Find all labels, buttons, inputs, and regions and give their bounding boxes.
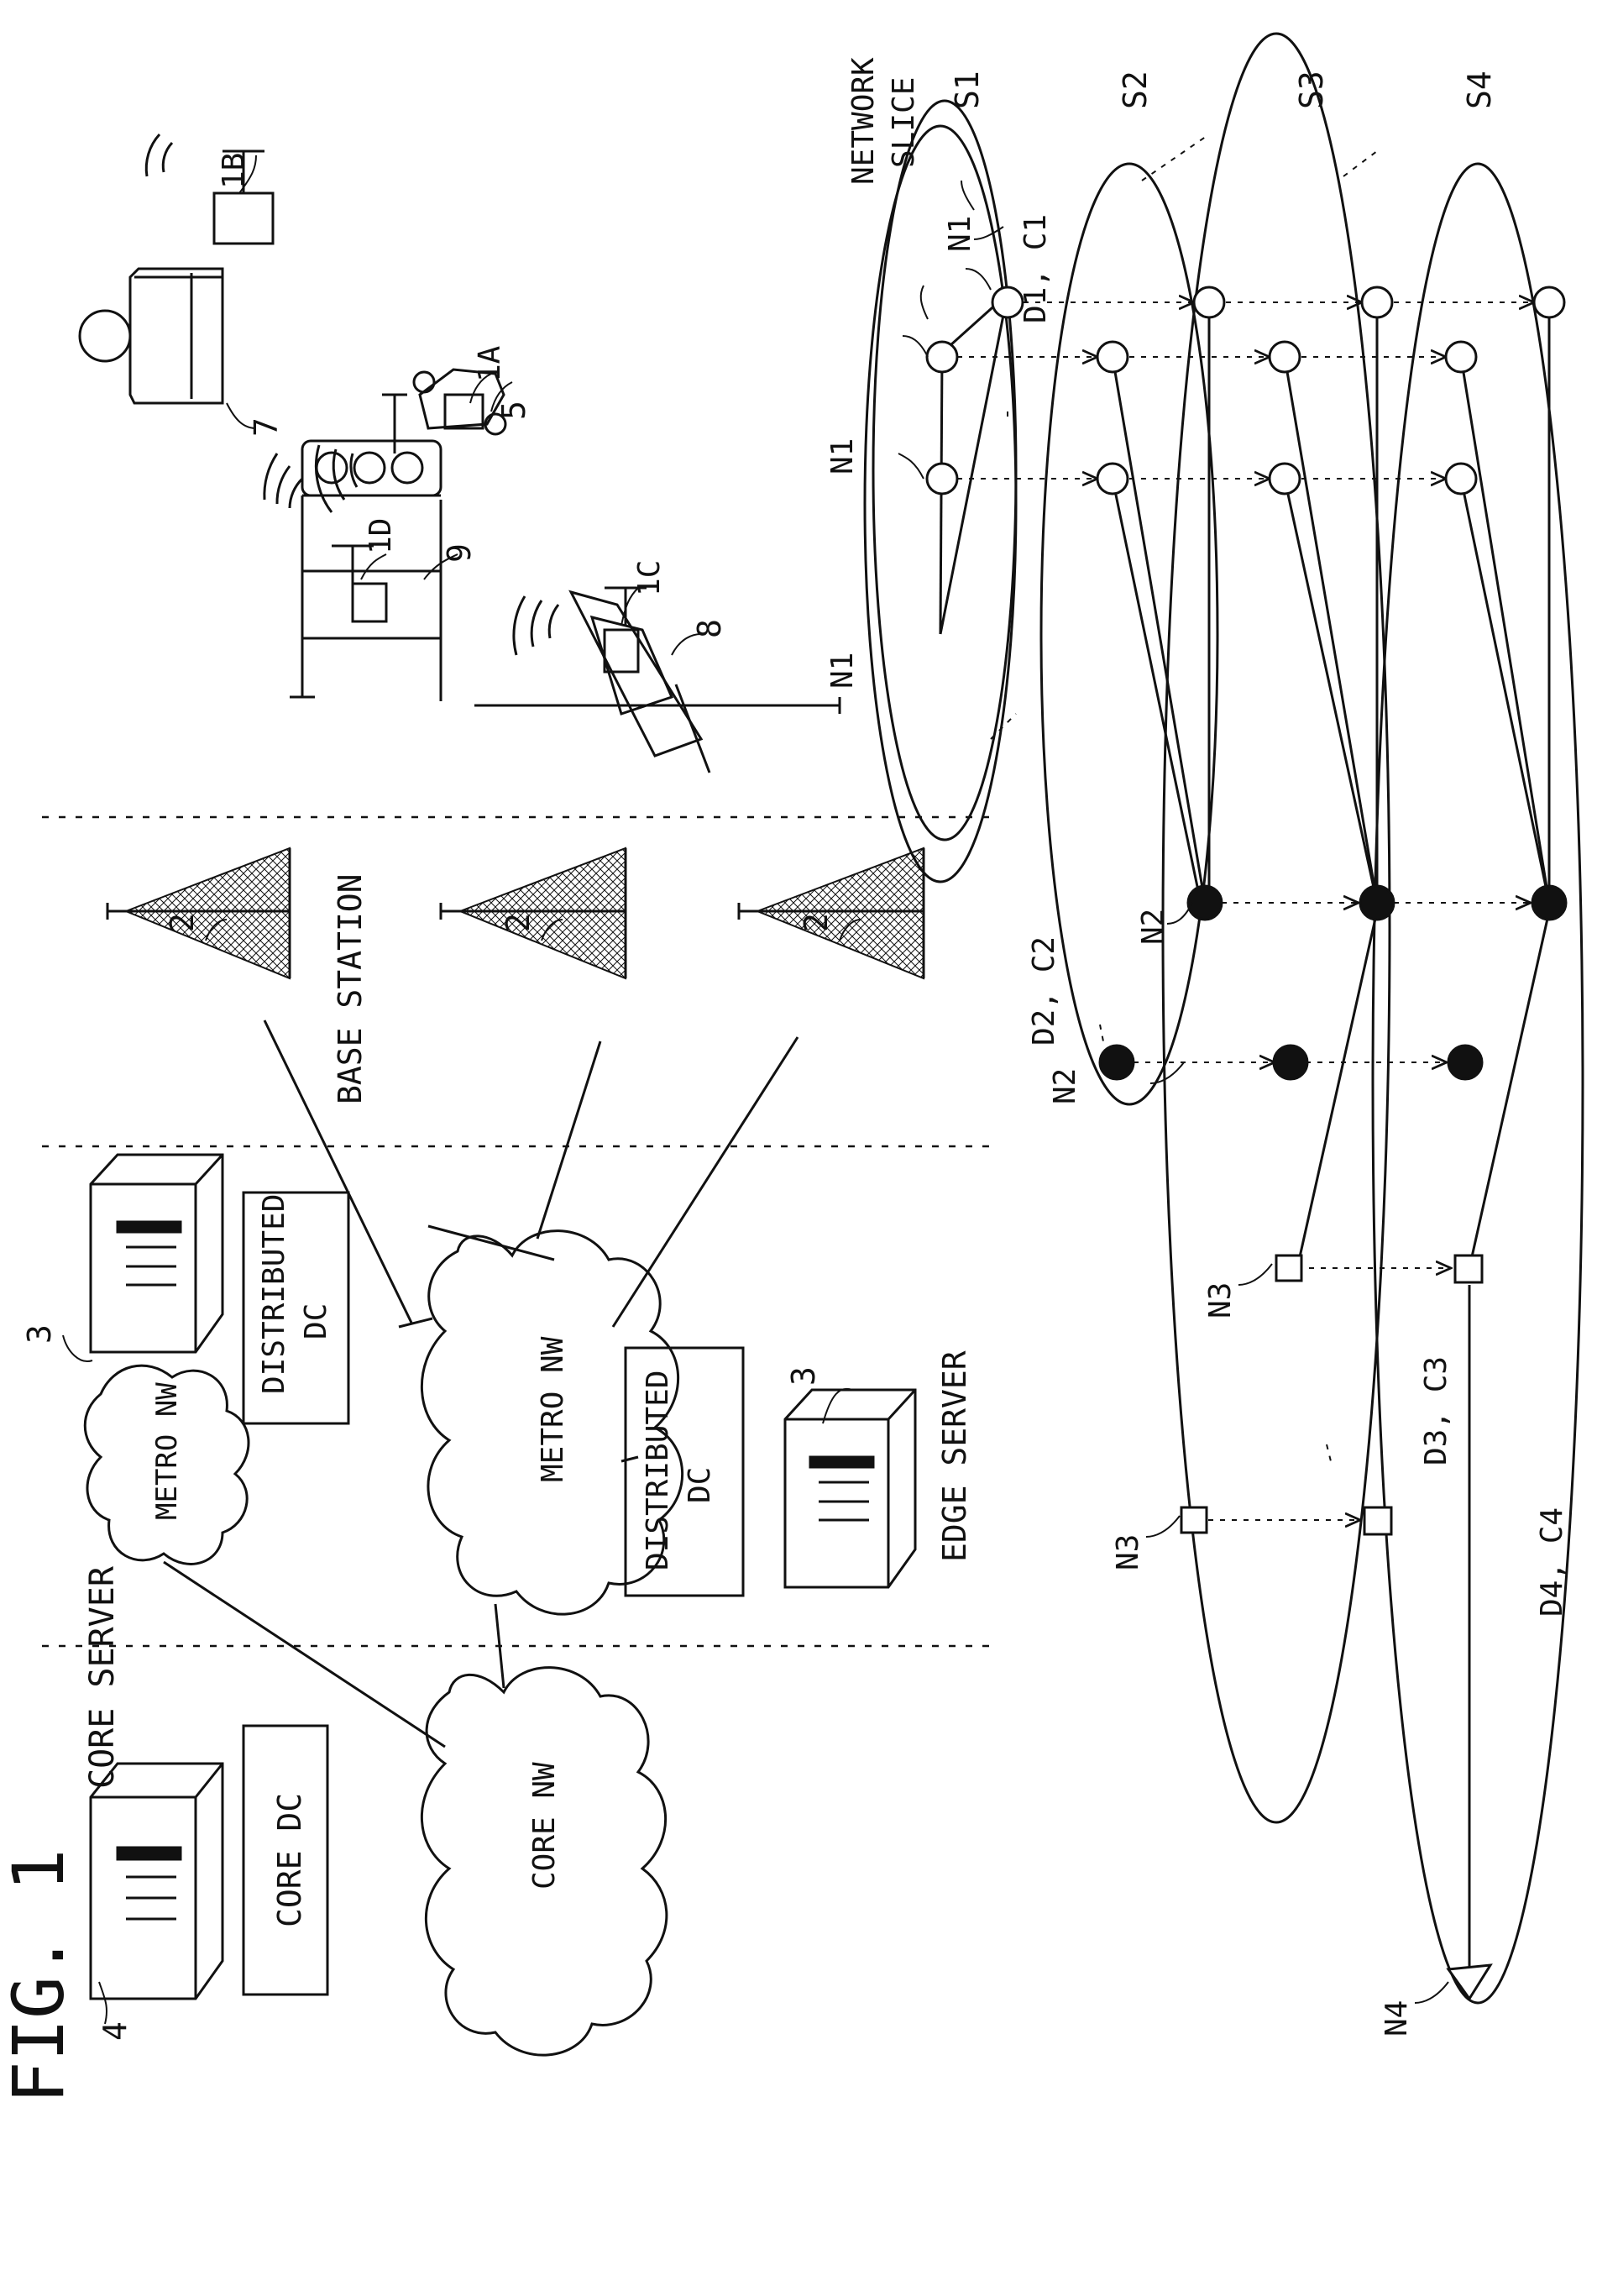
n1-node	[927, 342, 957, 372]
camera-device-ref: 1C	[632, 560, 667, 596]
n1-node	[1194, 287, 1224, 317]
n2-label: N2	[1048, 1068, 1082, 1104]
figure-label: FIG. 1	[0, 1849, 80, 2104]
core-nw-label: CORE NW	[527, 1762, 562, 1890]
n3-label: N3	[1111, 1534, 1145, 1570]
edge-server-upper	[91, 1155, 223, 1352]
core-server-label: CORE SERVER	[83, 1565, 122, 1789]
n1-node	[1362, 287, 1392, 317]
n2-label: N2	[1136, 909, 1170, 945]
domain-d3-label: D3, C3	[1419, 1356, 1453, 1465]
slice-s4-ellipse	[1373, 164, 1583, 2003]
n3-node	[1364, 1507, 1391, 1534]
n3-node	[1181, 1507, 1207, 1533]
base-station-ref: 2	[500, 913, 537, 932]
person-icon	[80, 269, 223, 403]
slice-ellipses	[865, 126, 1150, 1134]
network-slice-label-1: NETWORK	[846, 57, 881, 185]
edge-server-lower	[785, 1390, 915, 1587]
person-device-ref: 1B	[217, 153, 251, 189]
n1-node	[1097, 342, 1128, 372]
metro-core-link	[164, 1562, 445, 1747]
domain-d1-label: D1, C1	[1018, 214, 1053, 323]
distributed-dc-bottom-label-2: DC	[683, 1467, 717, 1503]
n3-node	[1455, 1255, 1482, 1282]
slice-s3-label: S3	[1293, 71, 1330, 109]
metro-nw-small-label: METRO NW	[150, 1382, 184, 1520]
vehicle-ref: 5	[495, 401, 532, 420]
slice-links	[940, 294, 1549, 1990]
metro-dc-link	[621, 1457, 638, 1461]
n2-node	[1360, 886, 1394, 920]
distributed-dc-top-label-2: DC	[299, 1303, 333, 1339]
n1-node	[1534, 287, 1564, 317]
n4-label: N4	[1380, 2000, 1414, 2037]
upper-server-ref: 3	[21, 1324, 58, 1344]
person-ref: 7	[248, 417, 285, 437]
camera-ref: 8	[691, 619, 728, 638]
edge-server-label: EDGE SERVER	[936, 1350, 973, 1562]
n1-label: N1	[943, 216, 977, 252]
slice-s1-label: S1	[949, 71, 986, 109]
n1-node	[1270, 342, 1300, 372]
slice-s4-label: S4	[1461, 71, 1498, 109]
mapping-arrows	[957, 134, 1534, 1520]
n2-node	[1532, 886, 1566, 920]
domain-d2-label: D2, C2	[1027, 936, 1061, 1046]
distributed-dc-top-label-1: DISTRIBUTED	[257, 1194, 291, 1394]
domain-d4-label: D4, C4	[1535, 1507, 1569, 1617]
vehicle-device-ref: 1A	[473, 345, 507, 382]
core-server-icon	[91, 1764, 223, 1999]
n3-node	[1276, 1255, 1301, 1281]
n1-label: N1	[825, 653, 860, 689]
base-station-label: BASE STATION	[332, 873, 369, 1104]
n2-node	[1448, 1046, 1482, 1079]
n2-node	[1100, 1046, 1134, 1079]
base-station-ref: 2	[798, 913, 835, 932]
network-slice-label-2: SLICE	[887, 77, 921, 168]
n3-label: N3	[1203, 1282, 1238, 1318]
distributed-dc-bottom-label-1: DISTRIBUTED	[641, 1371, 675, 1570]
n1-node	[1446, 464, 1476, 494]
person-device-icon	[146, 134, 273, 244]
metro-dc-link	[428, 1226, 554, 1260]
slice-s2-label: S2	[1117, 71, 1154, 109]
n1-node	[1097, 464, 1128, 494]
core-server-ref: 4	[97, 2021, 134, 2041]
base-station-ref: 2	[164, 913, 201, 932]
n2-node	[1274, 1046, 1307, 1079]
signal-device-box	[302, 571, 441, 638]
edge-server-ref: 3	[785, 1366, 822, 1386]
core-server	[91, 1764, 223, 1999]
camera-icon	[474, 588, 840, 773]
n2-node	[1188, 886, 1222, 920]
metro-nw-main-label: METRO NW	[536, 1336, 570, 1482]
n1-label: N1	[825, 438, 860, 474]
slice-s2-ellipse	[1041, 164, 1217, 1104]
signal-device-ref: 1D	[364, 518, 398, 554]
n1-node	[1446, 342, 1476, 372]
metro-bs-link	[537, 1041, 600, 1239]
n1-node	[1270, 464, 1300, 494]
signal-ref: 9	[441, 543, 478, 563]
core-dc-label: CORE DC	[271, 1793, 308, 1927]
n1-node	[927, 464, 957, 494]
metro-bs-link	[613, 1037, 798, 1327]
